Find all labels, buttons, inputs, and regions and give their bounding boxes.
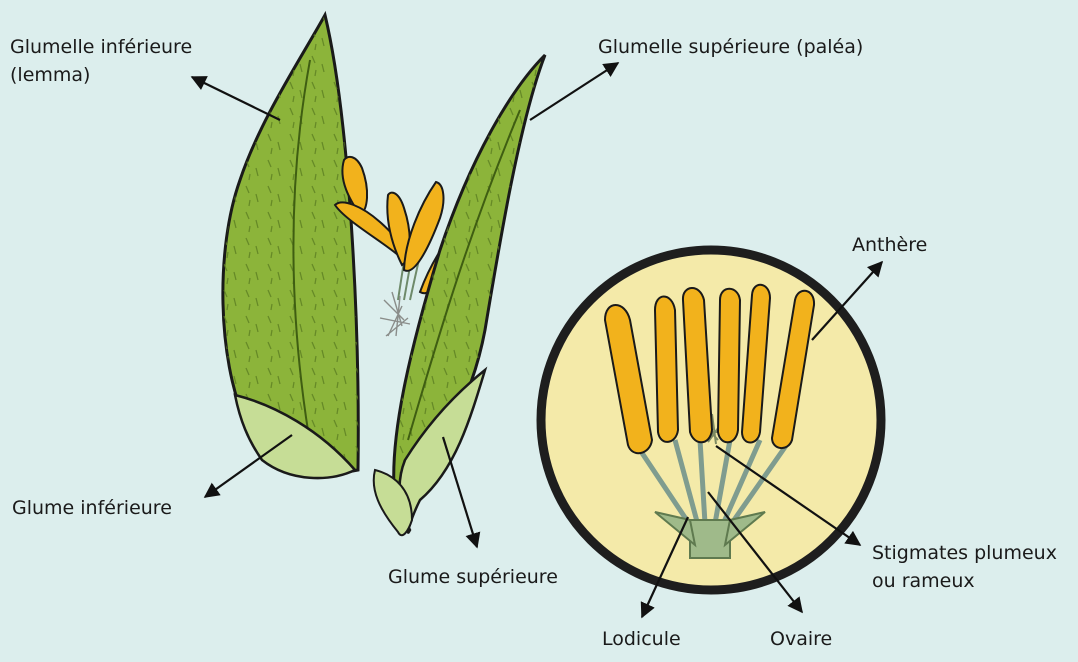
- label-palea: Glumelle supérieure (paléa): [598, 35, 863, 59]
- floret-illustration: [335, 55, 545, 535]
- label-stigmas-line1: Stigmates plumeux: [872, 541, 1057, 565]
- arrow-palea: [530, 63, 618, 120]
- label-lemma-line2: (lemma): [10, 63, 90, 87]
- label-lodicule: Lodicule: [602, 627, 681, 651]
- label-anther: Anthère: [852, 233, 927, 257]
- lemma-illustration: [223, 15, 358, 478]
- label-ovary: Ovaire: [770, 627, 832, 651]
- arrow-lemma: [192, 77, 280, 120]
- label-glume-upper: Glume supérieure: [388, 565, 558, 589]
- label-lemma-line1: Glumelle inférieure: [10, 35, 192, 59]
- magnified-flower: [541, 250, 881, 590]
- label-glume-lower: Glume inférieure: [12, 496, 172, 520]
- label-stigmas-line2: ou rameux: [872, 569, 975, 593]
- arrow-glume-upper: [443, 437, 477, 547]
